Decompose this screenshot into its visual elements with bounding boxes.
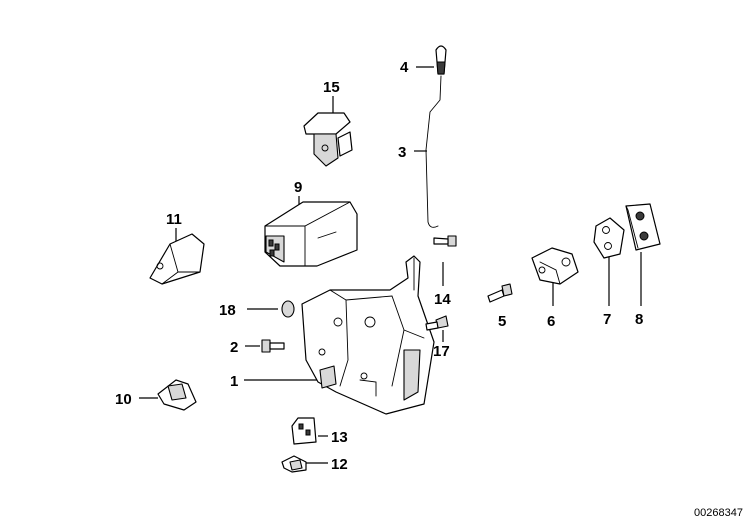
part-5-screw bbox=[487, 283, 513, 303]
part-8-plate bbox=[625, 203, 661, 306]
part-6-striker bbox=[531, 247, 579, 306]
callout-15: 15 bbox=[323, 79, 340, 96]
callout-9: 9 bbox=[294, 179, 302, 196]
part-11-bracket bbox=[149, 228, 205, 285]
callout-3: 3 bbox=[398, 144, 406, 161]
callout-2: 2 bbox=[230, 339, 238, 356]
part-17-stud bbox=[425, 315, 449, 342]
part-12-small-clip bbox=[281, 455, 328, 473]
part-13-bumper bbox=[291, 417, 328, 445]
callout-12: 12 bbox=[331, 456, 348, 473]
part-18-nut bbox=[247, 300, 295, 318]
part-9-control-module bbox=[264, 196, 358, 267]
part-2-bolt bbox=[245, 339, 285, 353]
callout-18: 18 bbox=[219, 302, 236, 319]
callout-6: 6 bbox=[547, 313, 555, 330]
part-3-lock-rod bbox=[414, 75, 442, 228]
callout-5: 5 bbox=[498, 313, 506, 330]
callout-1: 1 bbox=[230, 373, 238, 390]
callout-8: 8 bbox=[635, 311, 643, 328]
part-10-clip bbox=[139, 379, 197, 411]
part-1-door-lock bbox=[244, 255, 435, 415]
document-number: 00268347 bbox=[694, 507, 743, 519]
callout-7: 7 bbox=[603, 311, 611, 328]
callout-10: 10 bbox=[115, 391, 132, 408]
callout-14: 14 bbox=[434, 291, 451, 308]
part-14-screw bbox=[433, 235, 457, 286]
part-7-shim-plate bbox=[593, 217, 625, 306]
callout-17: 17 bbox=[433, 343, 450, 360]
part-15-clip bbox=[303, 96, 353, 167]
callout-13: 13 bbox=[331, 429, 348, 446]
callout-11: 11 bbox=[166, 211, 182, 228]
part-4-lock-knob bbox=[416, 45, 447, 75]
callout-4: 4 bbox=[400, 59, 409, 76]
